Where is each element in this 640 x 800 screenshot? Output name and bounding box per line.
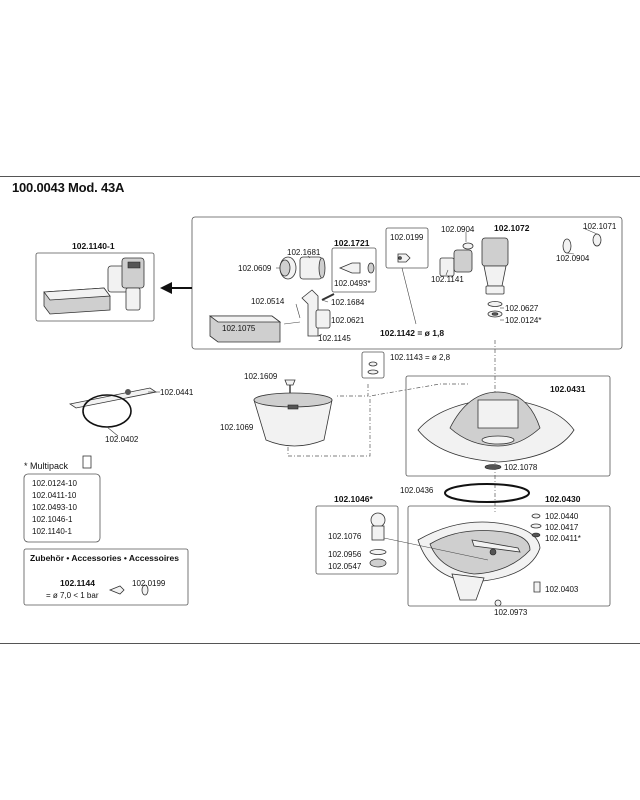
label-1078: 102.1078 bbox=[504, 463, 538, 472]
accessories-box bbox=[23, 548, 189, 606]
label-0440: 102.0440 bbox=[545, 512, 579, 521]
multipack-item-5: 102.1140-1 bbox=[32, 527, 72, 536]
valve-assembly-frame bbox=[191, 216, 623, 350]
accessory-part-2: 102.0199 bbox=[132, 579, 166, 588]
leaders-upper bbox=[276, 227, 598, 337]
label-0956: 102.0956 bbox=[328, 550, 362, 559]
label-0403: 102.0403 bbox=[545, 585, 579, 594]
label-0609: 102.0609 bbox=[238, 264, 272, 273]
accessory-nozzle bbox=[108, 584, 149, 596]
bowl-0431 bbox=[417, 391, 575, 463]
multipack-item-2: 102.0411-10 bbox=[32, 491, 77, 500]
accessory-spec: = ø 7,0 < 1 bar bbox=[46, 591, 99, 600]
label-0493: 102.0493* bbox=[334, 279, 370, 288]
float-arm-1145 bbox=[283, 289, 335, 337]
label-1684: 102.1684 bbox=[331, 298, 365, 307]
oring-0436 bbox=[444, 483, 530, 503]
valve-housing-1072 bbox=[481, 237, 509, 318]
label-0514: 102.0514 bbox=[251, 297, 285, 306]
valve-body-1681 bbox=[299, 256, 326, 280]
label-0417: 102.0417 bbox=[545, 523, 579, 532]
label-1145: 102.1145 bbox=[318, 334, 351, 343]
label-0430: 102.0430 bbox=[545, 494, 581, 504]
label-0904-a: 102.0904 bbox=[441, 225, 475, 234]
accessories-section: Zubehör • Accessories • Accessoires 102.… bbox=[30, 553, 179, 600]
cup-1069 bbox=[253, 392, 333, 447]
nut-0609 bbox=[279, 256, 297, 280]
float-1075 bbox=[208, 315, 282, 343]
label-0124: 102.0124* bbox=[505, 316, 541, 325]
valve-ball-1046 bbox=[369, 512, 387, 568]
label-0547: 102.0547 bbox=[328, 562, 362, 571]
label-1075: 102.1075 bbox=[222, 324, 256, 333]
nozzle-0199 bbox=[397, 253, 411, 263]
multipack-item-3: 102.0493-10 bbox=[32, 503, 77, 512]
base-0430 bbox=[417, 521, 541, 601]
part-labels: 102.1140-1 102.1681 102.1721 102.0199 10… bbox=[72, 222, 617, 617]
label-0441: 102.0441 bbox=[160, 388, 194, 397]
part-0430-box bbox=[407, 505, 611, 607]
part-0431-box bbox=[405, 375, 611, 477]
leader-0402 bbox=[106, 426, 119, 437]
label-0436: 102.0436 bbox=[400, 486, 434, 495]
top-rule bbox=[0, 176, 640, 177]
accessories-heading: Zubehör • Accessories • Accessoires bbox=[30, 553, 179, 563]
multipack-list: * Multipack 102.0124-10 102.0411-10 102.… bbox=[24, 461, 77, 536]
bottom-rule bbox=[0, 643, 640, 644]
label-0627: 102.0627 bbox=[505, 304, 539, 313]
washers-right bbox=[562, 233, 602, 254]
page-title: 100.0043 Mod. 43A bbox=[12, 180, 125, 195]
alignment-line-loop bbox=[287, 383, 470, 457]
multipack-icon bbox=[82, 455, 92, 469]
assembly-arrow bbox=[160, 282, 192, 294]
label-1141: 102.1141 bbox=[431, 275, 464, 284]
label-1076: 102.1076 bbox=[328, 532, 362, 541]
valve-insert-1721 bbox=[338, 262, 375, 274]
valve-1140-illustration bbox=[43, 257, 145, 315]
label-1609: 102.1609 bbox=[244, 372, 278, 381]
leader-1076 bbox=[383, 537, 489, 561]
washer-1078 bbox=[484, 464, 502, 470]
label-0402: 102.0402 bbox=[105, 435, 139, 444]
label-0431: 102.0431 bbox=[550, 384, 586, 394]
label-0199: 102.0199 bbox=[390, 233, 424, 242]
kit-1721-box bbox=[331, 247, 377, 293]
part-1046-box bbox=[315, 505, 399, 575]
label-1142: 102.1142 = ø 1,8 bbox=[380, 328, 444, 338]
accessory-part: 102.1144 bbox=[60, 578, 95, 588]
label-1143: 102.1143 = ø 2,8 bbox=[390, 353, 451, 362]
kit-0199-box bbox=[385, 227, 429, 269]
label-0621: 102.0621 bbox=[331, 316, 365, 325]
label-1069: 102.1069 bbox=[220, 423, 254, 432]
bracket-0441 bbox=[68, 387, 158, 428]
label-1072: 102.1072 bbox=[494, 223, 530, 233]
label-1071: 102.1071 bbox=[583, 222, 617, 231]
label-0904-b: 102.0904 bbox=[556, 254, 590, 263]
multipack-list-box bbox=[23, 473, 101, 543]
label-0411: 102.0411* bbox=[545, 534, 581, 543]
label-1721: 102.1721 bbox=[334, 238, 370, 248]
alignment-line-cup bbox=[336, 384, 369, 397]
multipack-item-4: 102.1046-1 bbox=[32, 515, 73, 524]
label-1140-1: 102.1140-1 bbox=[72, 241, 115, 251]
multipack-heading: * Multipack bbox=[24, 461, 69, 471]
kit-1140-box bbox=[35, 252, 155, 322]
label-0973: 102.0973 bbox=[494, 608, 528, 617]
kit-1143-box bbox=[361, 351, 385, 379]
label-1681: 102.1681 bbox=[287, 248, 321, 257]
nozzle-1143 bbox=[367, 361, 379, 375]
small-parts-0430 bbox=[494, 513, 542, 607]
label-1046: 102.1046* bbox=[334, 494, 373, 504]
multipack-item-1: 102.0124-10 bbox=[32, 479, 77, 488]
connector-1141 bbox=[439, 242, 474, 277]
